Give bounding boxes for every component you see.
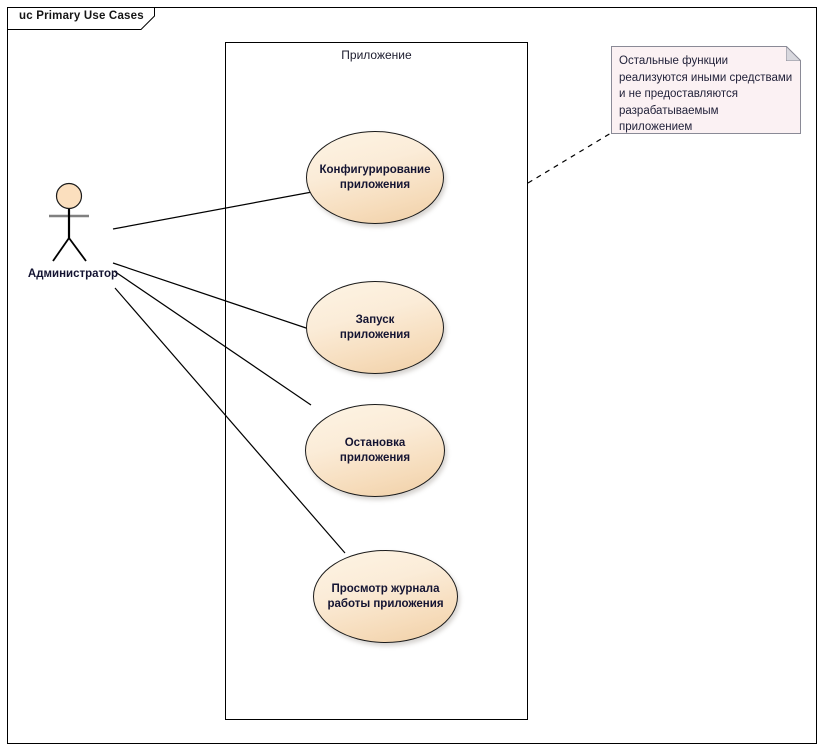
actor-administrator[interactable]	[38, 182, 108, 262]
use-case-configure[interactable]: Конфигурирование приложения	[306, 131, 444, 224]
note-box	[611, 46, 801, 134]
actor-label: Администратор	[27, 268, 119, 280]
actor-head-icon	[55, 182, 83, 210]
actor-leg-right-icon	[68, 237, 87, 262]
use-case-view-log[interactable]: Просмотр журнала работы приложения	[313, 550, 458, 643]
note-text: Остальные функции реализуются иными сред…	[619, 55, 793, 133]
use-case-configure-label: Конфигурирование приложения	[319, 163, 431, 191]
actor-leg-left-icon	[52, 237, 70, 262]
use-case-view-log-label: Просмотр журнала работы приложения	[327, 582, 444, 610]
note-fold-corner-icon	[786, 46, 801, 61]
frame-tab-shape	[7, 7, 155, 30]
use-case-stop-label: Остановка приложения	[339, 436, 411, 464]
use-case-stop[interactable]: Остановка приложения	[305, 404, 445, 497]
use-case-start-label: Запуск приложения	[339, 313, 411, 341]
system-boundary-label: Приложение	[341, 48, 412, 62]
use-case-start[interactable]: Запуск приложения	[306, 281, 444, 374]
frame-tab-label: uc Primary Use Cases	[19, 10, 144, 22]
